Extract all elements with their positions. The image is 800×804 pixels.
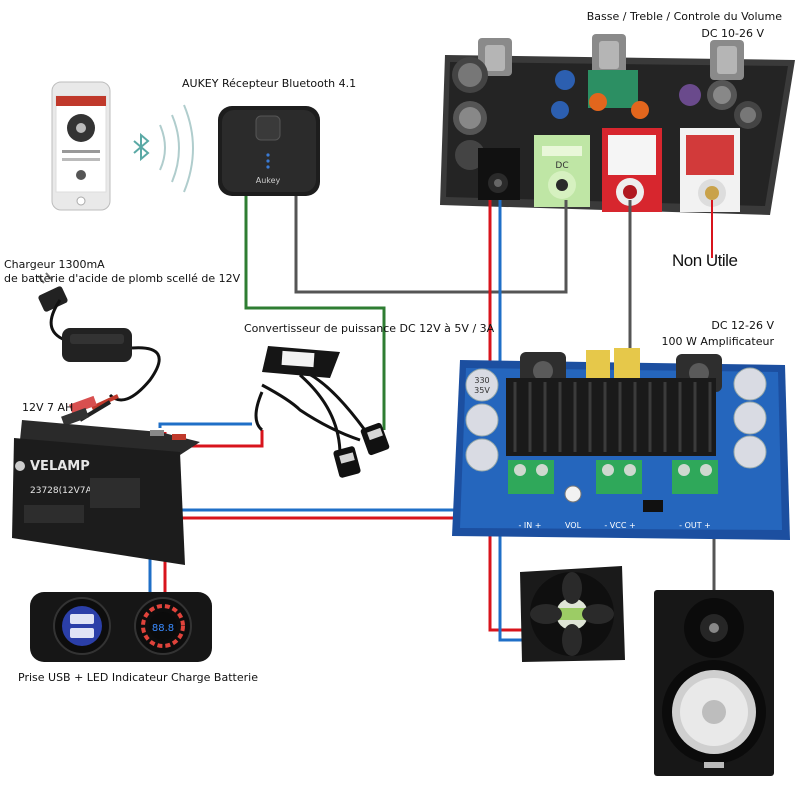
tone-dc-text: DC xyxy=(555,161,568,171)
tone-control-board: DC xyxy=(440,34,795,215)
tone-board-title: Basse / Treble / Controle du Volume xyxy=(586,10,782,23)
wire-blue-trunk xyxy=(498,200,522,642)
fan-icon xyxy=(520,566,625,662)
amp-vol-text: VOL xyxy=(565,521,582,530)
bluetooth-receiver-label: AUKEY Récepteur Bluetooth 4.1 xyxy=(182,77,357,90)
amp-voltage-label: DC 12-26 V xyxy=(711,319,774,332)
receiver-brand-text: Aukey xyxy=(256,176,281,185)
wire-green-audio xyxy=(244,196,386,430)
charger-label-line1: Chargeur 1300mA xyxy=(4,258,105,271)
wire-blue-battery-converter xyxy=(158,422,252,428)
usb-led-panel: 88.8 xyxy=(30,592,212,662)
bluetooth-receiver: Aukey xyxy=(218,106,320,196)
converter-label: Convertisseur de puissance DC 12V à 5V /… xyxy=(244,322,495,335)
tone-board-voltage: DC 10-26 V xyxy=(701,27,764,40)
battery: VELAMP 23728(12V7Ah) xyxy=(12,420,200,565)
battery-model-text: 23728(12V7Ah) xyxy=(30,486,101,496)
amp-cap-label: 330 xyxy=(474,376,489,385)
amp-power-label: 100 W Amplificateur xyxy=(661,335,775,348)
bluetooth-icon xyxy=(133,132,150,162)
usb-panel-label: Prise USB + LED Indicateur Charge Batter… xyxy=(18,671,258,684)
smartphone-icon xyxy=(51,81,111,211)
power-plug-icon xyxy=(40,290,41,291)
amp-cap-voltage: 35V xyxy=(474,386,490,395)
amp-in-text: - IN + xyxy=(518,521,541,530)
charger-label-line2: de batterie d'acide de plomb scellé de 1… xyxy=(4,272,241,285)
wire-gray-audio xyxy=(294,196,568,294)
not-used-label: Non Utile xyxy=(672,251,738,270)
signal-waves xyxy=(159,104,194,193)
speaker-icon xyxy=(654,590,774,776)
amp-out-text: - OUT + xyxy=(679,521,711,530)
amplifier-board: 330 35V - IN + VOL - VCC + - OUT + xyxy=(452,348,790,540)
charger xyxy=(37,272,161,427)
dc-converter xyxy=(254,346,390,478)
wire-red-trunk xyxy=(488,200,522,632)
amp-vcc-text: - VCC + xyxy=(604,521,635,530)
panel-readout-text: 88.8 xyxy=(152,623,174,634)
battery-size-label: 12V 7 AH xyxy=(22,401,74,414)
battery-brand-text: VELAMP xyxy=(30,459,90,474)
